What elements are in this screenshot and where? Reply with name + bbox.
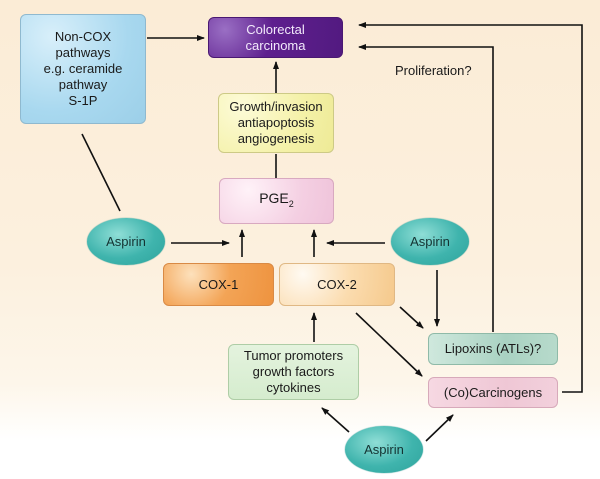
growth-line: angiogenesis bbox=[237, 131, 315, 146]
arrow-carcinogens-to-colorectal bbox=[358, 22, 583, 393]
tumor-line: Tumor promoters bbox=[243, 348, 344, 363]
colorectal-carcinoma-box: Colorectal carcinoma bbox=[208, 17, 343, 58]
proliferation-label: Proliferation? bbox=[395, 63, 472, 78]
non-cox-line: pathway bbox=[58, 77, 108, 92]
arrow-aspirin-to-carcinogens bbox=[425, 414, 454, 442]
growth-invasion-box: Growth/invasion antiapoptosis angiogenes… bbox=[218, 93, 334, 153]
cox2-box: COX-2 bbox=[279, 263, 395, 306]
aspirin-label: Aspirin bbox=[364, 442, 404, 457]
colorectal-line: Colorectal bbox=[246, 21, 305, 37]
cox2-label: COX-2 bbox=[317, 276, 357, 292]
colorectal-line: carcinoma bbox=[245, 37, 306, 53]
tumor-promoters-box: Tumor promoters growth factors cytokines bbox=[228, 344, 359, 400]
aspirin-node-left: Aspirin bbox=[87, 218, 165, 265]
growth-line: antiapoptosis bbox=[237, 115, 315, 130]
growth-line: Growth/invasion bbox=[229, 99, 323, 114]
non-cox-line: Non-COX bbox=[54, 29, 112, 44]
non-cox-pathways-box: Non-COX pathways e.g. ceramide pathway S… bbox=[20, 14, 146, 124]
non-cox-line: pathways bbox=[55, 45, 111, 60]
lipoxins-label: Lipoxins (ATLs)? bbox=[444, 341, 542, 356]
tumor-line: cytokines bbox=[266, 380, 321, 395]
carcinogens-box: (Co)Carcinogens bbox=[428, 377, 558, 408]
line-aspirin-to-noncox bbox=[81, 133, 121, 212]
arrow-cox2-to-carcinogens bbox=[355, 312, 423, 377]
arrow-cox2-to-lipoxins bbox=[399, 306, 424, 329]
arrow-aspirin-to-tumor bbox=[321, 407, 350, 433]
pge2-subscript: 2 bbox=[288, 198, 294, 209]
pge2-base: PGE bbox=[259, 190, 289, 207]
pge2-box: PGE2 bbox=[219, 178, 334, 224]
aspirin-label: Aspirin bbox=[106, 234, 146, 249]
non-cox-line: S-1P bbox=[68, 93, 98, 108]
cox1-label: COX-1 bbox=[198, 276, 239, 292]
carcinogens-label: (Co)Carcinogens bbox=[443, 384, 543, 400]
lipoxins-box: Lipoxins (ATLs)? bbox=[428, 333, 558, 365]
aspirin-label: Aspirin bbox=[410, 234, 450, 249]
cox1-box: COX-1 bbox=[163, 263, 274, 306]
aspirin-node-bottom: Aspirin bbox=[345, 426, 423, 473]
arrow-lipoxins-to-colorectal bbox=[358, 44, 494, 332]
aspirin-node-right: Aspirin bbox=[391, 218, 469, 265]
non-cox-line: e.g. ceramide bbox=[43, 61, 123, 76]
tumor-line: growth factors bbox=[252, 364, 335, 379]
